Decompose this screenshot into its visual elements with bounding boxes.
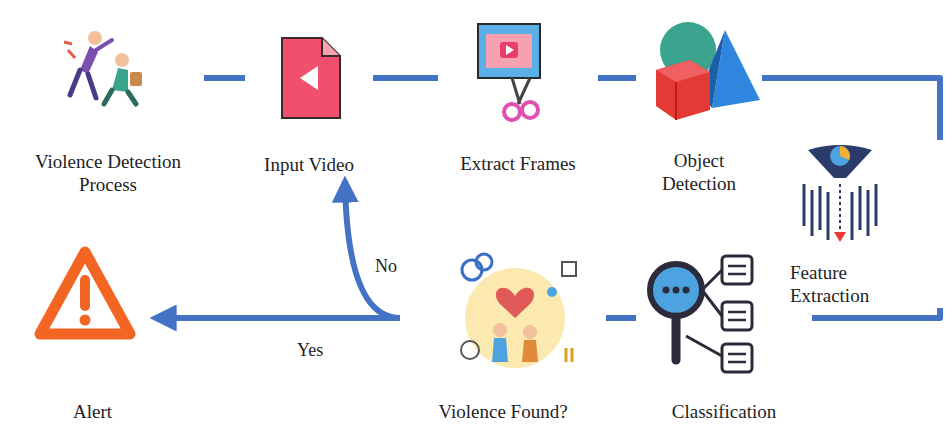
flow-connector	[345, 181, 400, 318]
node-label: Classification	[672, 400, 776, 424]
node-label: Extract Frames	[460, 152, 576, 176]
fight-icon	[64, 31, 142, 104]
node-label: Violence Detection Process	[12, 150, 204, 198]
icon-node: Classification	[636, 246, 812, 424]
flow-connector	[762, 78, 940, 140]
node-label: Feature Extraction	[790, 261, 905, 309]
icon-node: Violence Found?	[400, 262, 606, 424]
flow-connector	[812, 308, 940, 318]
shapes-icon	[656, 22, 760, 120]
flow-connector	[204, 75, 245, 81]
flow-connector	[598, 75, 636, 81]
funnel-icon	[804, 145, 876, 242]
node-label: Violence Found?	[438, 400, 567, 424]
edge-label: Yes	[294, 340, 326, 362]
icon-node: Alert	[30, 246, 155, 424]
warning-triangle-icon	[40, 252, 130, 334]
magnifier-list-icon	[650, 256, 752, 372]
node-label: Input Video	[264, 153, 354, 177]
icon-node: Feature Extraction	[790, 140, 940, 308]
icon-node: Violence Detection Process	[12, 25, 204, 197]
emotions-icon	[461, 254, 576, 368]
flow-connector	[606, 315, 636, 321]
node-label: Alert	[73, 400, 112, 424]
flow-connector	[373, 75, 438, 81]
node-label: Object Detection	[636, 149, 762, 197]
icon-node: Extract Frames	[438, 18, 598, 176]
icon-node: Object Detection	[636, 18, 762, 196]
flow-connector	[155, 315, 400, 321]
edge-label: No	[372, 256, 400, 278]
video-file-icon	[282, 38, 340, 118]
icon-node: Input Video	[245, 25, 373, 177]
film-scissors-icon	[478, 24, 540, 120]
